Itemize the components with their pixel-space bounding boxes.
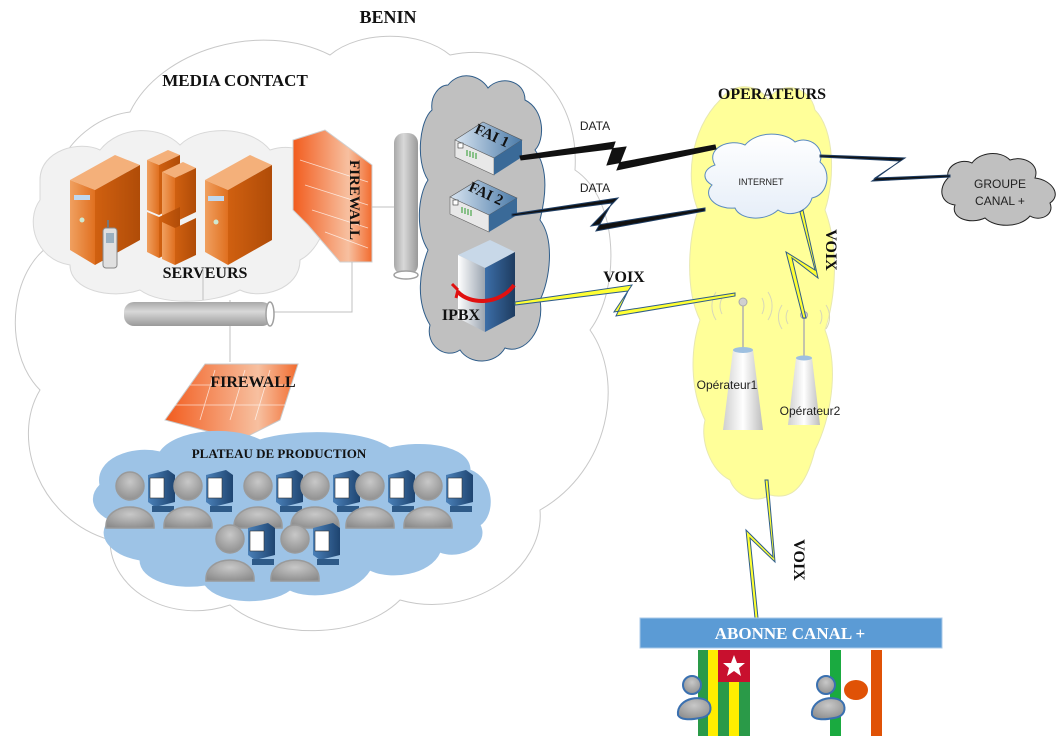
internet-cloud [704, 133, 828, 219]
person-icon [345, 471, 395, 529]
label-firewall-top: FIREWALL [346, 160, 362, 240]
label-internet: INTERNET [739, 177, 785, 187]
antenna-operator1-icon [711, 291, 773, 430]
niger-flag-icon [830, 650, 882, 736]
workstation-icon [105, 470, 175, 529]
firewall-icon [292, 129, 373, 263]
internet-link-groupe [819, 154, 951, 182]
voix-link-subscribers [745, 479, 776, 619]
label-data1: DATA [580, 119, 610, 133]
person-icon [233, 471, 283, 529]
workstation-icon [290, 470, 360, 529]
title-benin: BENIN [359, 7, 416, 27]
person-icon [105, 471, 155, 529]
label-groupe-canal-line2: CANAL + [975, 194, 1025, 208]
workstations-group [105, 470, 473, 582]
mobile-phone-icon [102, 220, 118, 269]
label-groupe-canal-line1: GROUPE [974, 177, 1026, 191]
workstation-icon [205, 523, 275, 582]
label-subscribers: ABONNE CANAL + [715, 624, 865, 643]
data-link-fai1 [519, 141, 717, 171]
label-operators: OPERATEURS [718, 86, 826, 103]
person-icon [163, 471, 213, 529]
label-ipbx: IPBX [442, 307, 481, 324]
workstation-icon [233, 470, 303, 529]
groupe-canal-cloud [941, 153, 1056, 226]
blade-server-icon [147, 150, 196, 265]
label-firewall-bottom: FIREWALL [210, 374, 295, 391]
voix-link-internet [785, 209, 819, 319]
router-fai2-icon [449, 179, 518, 233]
subscriber-person-icon [676, 675, 712, 721]
workstation-icon [345, 470, 415, 529]
person-icon [403, 471, 453, 529]
voix-link-ipbx [514, 284, 736, 317]
subscribers-banner [639, 617, 943, 649]
togo-flag-icon [698, 650, 750, 736]
workstation-icon [403, 470, 473, 529]
label-operator1: Opérateur1 [697, 378, 758, 392]
workstation-icon [163, 470, 233, 529]
subscriber-person-icon [810, 675, 846, 721]
data-link-fai2 [511, 197, 706, 232]
backbone-pipe-vertical [393, 133, 419, 280]
label-servers: SERVEURS [163, 265, 248, 282]
backbone-pipe-horizontal [124, 301, 275, 327]
label-production: PLATEAU DE PRODUCTION [192, 446, 367, 461]
label-data2: DATA [580, 181, 610, 195]
workstation-icon [270, 523, 340, 582]
label-voix-subscribers: VOIX [790, 539, 807, 581]
server-icon [205, 155, 272, 265]
ipbx-server-icon [450, 240, 516, 332]
label-voix-ipbx: VOIX [603, 269, 645, 286]
label-operator2: Opérateur2 [780, 404, 841, 418]
person-icon [290, 471, 340, 529]
label-voix-internet: VOIX [822, 229, 839, 271]
label-media-contact: MEDIA CONTACT [162, 71, 308, 90]
router-fai1-icon [454, 121, 523, 176]
person-icon [205, 524, 255, 582]
person-icon [270, 524, 320, 582]
